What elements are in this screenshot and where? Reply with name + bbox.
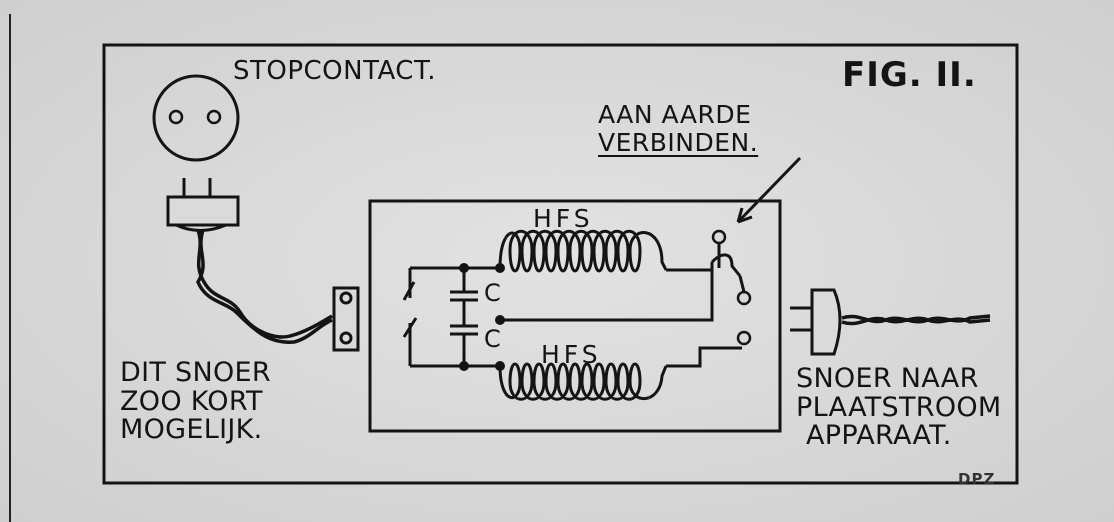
artist-signature: DPZ xyxy=(958,470,996,488)
socket-caption: STOPCONTACT. xyxy=(233,56,437,86)
earth-note-line-2: VERBINDEN. xyxy=(598,127,759,157)
earth-terminal-icon xyxy=(711,229,727,245)
terminals xyxy=(711,229,752,346)
left-note-line-1: DIT SNOER xyxy=(120,357,271,388)
coil-bottom-label: HFS xyxy=(541,340,602,369)
left-note-line-2: ZOO KORT xyxy=(120,385,263,417)
right-cord-note: SNOER NAAR PLAATSTROOM APPARAAT. xyxy=(796,363,1002,452)
earth-note-line-1: AAN AARDE xyxy=(598,100,752,129)
circuit-wiring xyxy=(402,229,746,401)
right-note-line-1: SNOER NAAR xyxy=(796,363,979,394)
figure-frame xyxy=(102,43,1019,485)
apparatus-plug-icon xyxy=(790,288,842,356)
right-note-line-3: APPARAAT. xyxy=(806,420,952,452)
junction-dots xyxy=(459,263,505,371)
wall-plug-icon xyxy=(166,178,240,232)
earth-note: AAN AARDE VERBINDEN. xyxy=(598,101,758,156)
coil-bottom xyxy=(498,362,668,401)
twisted-cord-left xyxy=(196,229,333,344)
earth-arrow xyxy=(736,156,802,224)
capacitor-label-bottom: C xyxy=(484,325,502,353)
inline-connector-icon xyxy=(332,286,360,352)
filter-box xyxy=(368,199,782,433)
capacitor-label-top: C xyxy=(484,279,502,307)
coil-top-label: HFS xyxy=(533,204,594,233)
socket-icon xyxy=(152,74,240,162)
twisted-cord-right xyxy=(841,314,991,326)
coil-top xyxy=(498,229,668,273)
right-note-line-2: PLAATSTROOM xyxy=(796,391,1002,423)
left-note-line-3: MOGELIJK. xyxy=(120,414,263,446)
figure-title: FIG. II. xyxy=(842,55,977,95)
left-cord-note: DIT SNOER ZOO KORT MOGELIJK. xyxy=(120,357,271,446)
